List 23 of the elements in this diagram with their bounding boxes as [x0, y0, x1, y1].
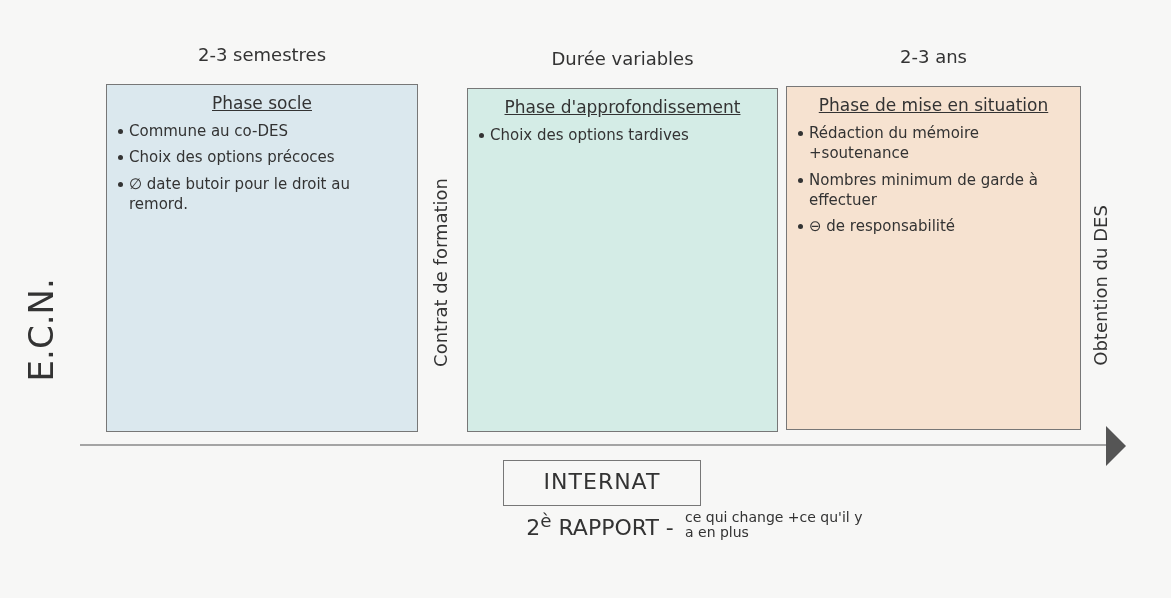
bullet-item: ⊖ de responsabilité [809, 217, 956, 235]
bullet-item: Choix des options tardives [490, 126, 689, 144]
stage-label: INTERNAT [542, 469, 662, 494]
milestone-label: E.C.N. [24, 278, 60, 382]
phase-heading: Phase de mise en situation [817, 95, 1050, 115]
stage-box [503, 460, 701, 506]
duration-label: 2-3 ans [899, 46, 968, 67]
milestone-label: Contrat de formation [431, 177, 451, 367]
note-text: ce qui change +ce qu'il y a en plus [685, 510, 864, 540]
phase-box [467, 88, 778, 432]
bullet-item: Choix des options précoces [129, 148, 335, 167]
phase-box [786, 86, 1081, 430]
duration-label: Durée variables [550, 48, 695, 69]
phase-box [106, 84, 418, 432]
phase-heading: Phase d'approfondissement [503, 97, 742, 117]
bullet-item: Commune au co-DES [129, 122, 289, 140]
milestone-label: Obtention du DES [1091, 204, 1111, 366]
bullet-item: Nombres minimum de garde à effectuer [809, 170, 1038, 209]
phase-heading: Phase socle [211, 93, 313, 113]
bullet-item: Rédaction du mémoire +soutenance [809, 124, 980, 163]
report-label: 2$^{è}$ RAPPORT - [526, 510, 674, 540]
duration-label: 2-3 semestres [196, 44, 328, 65]
bullet-item: ∅ date butoir pour le droit au remord. [129, 174, 350, 213]
